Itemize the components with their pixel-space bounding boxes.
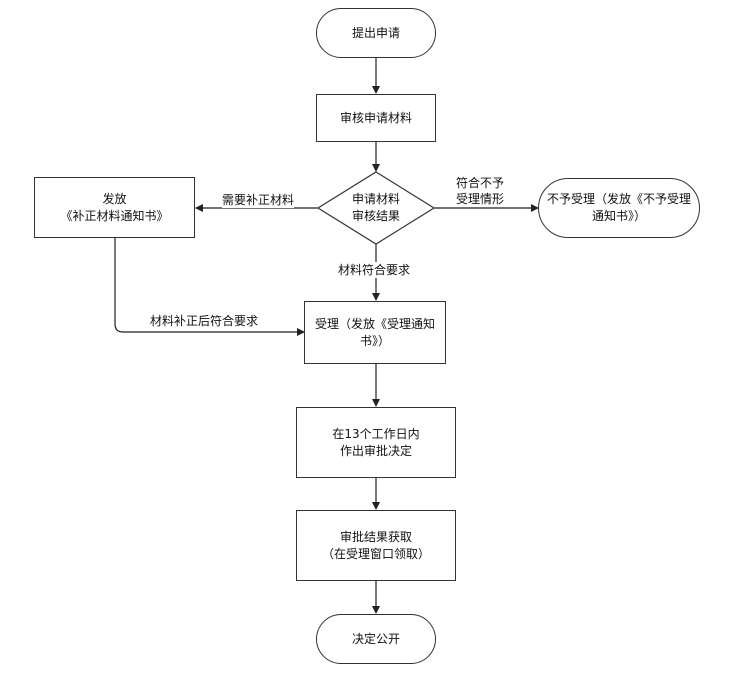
reject-line2: 通知书》） [591, 209, 646, 223]
supplement-notice-line2: 《补正材料通知书》 [60, 208, 169, 223]
reject-node: 不予受理（发放《不予受理 通知书》） [538, 178, 700, 238]
start-label: 提出申请 [351, 25, 400, 40]
edge-notify-to-accept [114, 238, 305, 336]
approve-line1: 在13个工作日内 [332, 426, 420, 441]
edge-label-not-qualified-line1: 符合不予 [456, 176, 505, 190]
result-line1: 审批结果获取 [339, 529, 412, 544]
start-node: 提出申请 [316, 8, 436, 58]
edge-label-not-qualified-line2: 受理情形 [456, 192, 505, 206]
result-node: 审批结果获取 （在受理窗口领取） [296, 510, 456, 581]
review-node: 审核申请材料 [316, 94, 436, 142]
accept-line1: 受理（发放《受理通知 [314, 316, 435, 331]
accept-node: 受理（发放《受理通知 书》） [304, 301, 446, 364]
decision-diamond [316, 171, 436, 245]
review-label: 审核申请材料 [339, 110, 412, 125]
supplement-notice-line1: 发放 [102, 191, 127, 206]
edge-label-not-qualified: 符合不予 受理情形 [456, 175, 504, 207]
edge-label-after-supplement: 材料补正后符合要求 [150, 313, 259, 329]
approve-line2: 作出审批决定 [339, 443, 412, 458]
reject-line1: 不予受理（发放《不予受理 [546, 192, 691, 206]
end-label: 决定公开 [351, 631, 400, 646]
accept-line2: 书》） [359, 333, 390, 348]
decision-label: 申请材料 审核结果 [318, 191, 434, 225]
result-line2: （在受理窗口领取） [321, 546, 430, 561]
approve-node: 在13个工作日内 作出审批决定 [296, 407, 456, 478]
edge-label-meets-requirements: 材料符合要求 [338, 262, 411, 278]
decision-label-line2: 审核结果 [351, 209, 400, 223]
supplement-notice-node: 发放 《补正材料通知书》 [34, 177, 195, 238]
edge-label-need-supplement: 需要补正材料 [222, 192, 295, 208]
end-node: 决定公开 [316, 614, 436, 664]
decision-label-line1: 申请材料 [351, 192, 400, 206]
